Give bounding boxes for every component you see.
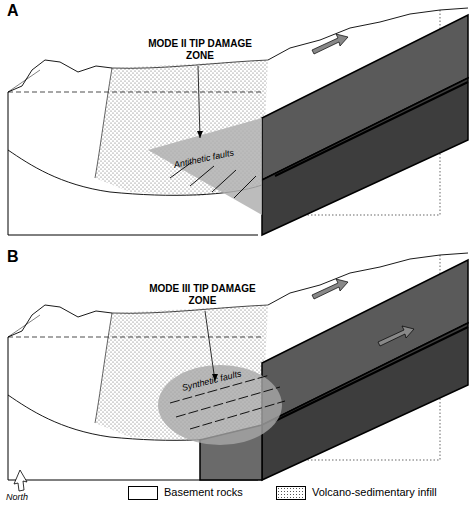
panel-letter: B (7, 248, 19, 266)
leader-line (205, 311, 215, 381)
slip-arrow (378, 326, 414, 346)
fault-line (212, 170, 236, 192)
mode-iii-damage-zone: MODE III TIP DAMAGE ZONESynthetic faults (130, 283, 280, 458)
mode-ii-damage-zone: MODE II TIP DAMAGE ZONEAntithetic faults (130, 38, 275, 223)
fault-line (176, 387, 280, 417)
damage-zone-shape (158, 365, 282, 445)
legend-swatch (276, 486, 306, 500)
zone-heading: MODE II TIP DAMAGE ZONE (140, 38, 260, 62)
fault-line (190, 401, 285, 429)
leader-arrowhead (197, 131, 203, 138)
damage-zone-shape (148, 118, 262, 215)
north-label: North (6, 492, 28, 502)
zone-heading: MODE III TIP DAMAGE ZONE (140, 283, 265, 307)
slip-arrow (312, 279, 348, 299)
fault-plane (262, 323, 468, 480)
leader-line (198, 66, 200, 138)
zone-outline (130, 38, 275, 223)
legend-text: Volcano-sedimentary infill (312, 486, 437, 498)
panel-letter: A (7, 2, 19, 20)
legend-swatch (128, 486, 158, 500)
fault-line (234, 176, 256, 198)
fault-plane (262, 78, 468, 235)
zone-outline (130, 283, 280, 458)
north-arrow (14, 470, 27, 491)
terrain-block (8, 8, 468, 235)
terrain-block (8, 253, 468, 480)
legend-text: Basement rocks (164, 486, 243, 498)
fault-trace (275, 327, 468, 421)
fault-trace (275, 82, 468, 176)
fault-line (190, 166, 214, 186)
slip-arrow (312, 34, 348, 54)
